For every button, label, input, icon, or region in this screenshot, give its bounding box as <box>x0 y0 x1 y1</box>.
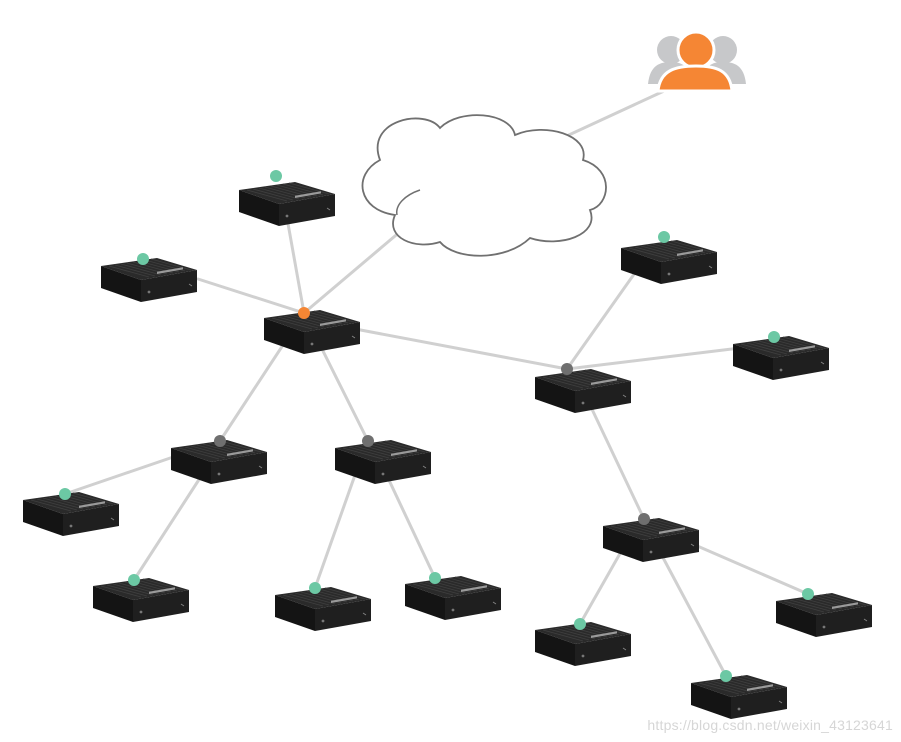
router-device-icon <box>534 368 632 414</box>
status-dots <box>59 170 814 682</box>
devices-layer <box>22 181 873 720</box>
leaf-node-dot <box>768 331 780 343</box>
leaf-node-dot <box>270 170 282 182</box>
cloud-icon <box>361 114 607 257</box>
router-device-icon <box>92 577 190 623</box>
leaf-node-dot <box>309 582 321 594</box>
user-group-icon <box>648 30 746 93</box>
router-device-icon <box>263 309 361 355</box>
router-device-icon <box>775 592 873 638</box>
router-device-icon <box>274 586 372 632</box>
router-device-icon <box>238 181 336 227</box>
leaf-node-dot <box>137 253 149 265</box>
router-device-icon <box>100 257 198 303</box>
router-device-icon <box>620 239 718 285</box>
root-node-dot <box>298 307 310 319</box>
leaf-node-dot <box>429 572 441 584</box>
leaf-node-dot <box>720 670 732 682</box>
leaf-node-dot <box>128 574 140 586</box>
leaf-node-dot <box>802 588 814 600</box>
hub-node-dot <box>561 363 573 375</box>
router-device-icon <box>732 335 830 381</box>
router-device-icon <box>334 439 432 485</box>
watermark: https://blog.csdn.net/weixin_43123641 <box>647 717 893 733</box>
leaf-node-dot <box>574 618 586 630</box>
hub-node-dot <box>214 435 226 447</box>
router-device-icon <box>690 674 788 720</box>
leaf-node-dot <box>658 231 670 243</box>
hub-node-dot <box>362 435 374 447</box>
leaf-node-dot <box>59 488 71 500</box>
router-device-icon <box>404 575 502 621</box>
router-device-icon <box>22 491 120 537</box>
hub-node-dot <box>638 513 650 525</box>
